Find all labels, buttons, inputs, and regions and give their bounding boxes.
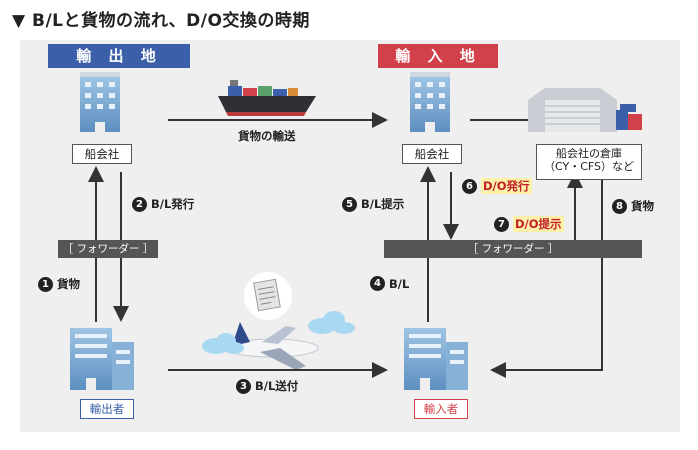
step-8-cargo: 8 貨物 bbox=[612, 198, 654, 214]
step-label: B/L提示 bbox=[361, 197, 405, 211]
import-carrier-building-icon bbox=[410, 72, 450, 132]
warehouse-label-line1: 船会社の倉庫 bbox=[556, 147, 622, 160]
step-number: 8 bbox=[612, 198, 627, 214]
warehouse-icon bbox=[528, 88, 642, 132]
step-number: 5 bbox=[342, 196, 357, 212]
step-label: B/L送付 bbox=[255, 379, 299, 393]
consignee-building-icon bbox=[404, 328, 468, 390]
step-label: B/L発行 bbox=[151, 197, 195, 211]
step-label: D/O提示 bbox=[513, 216, 564, 232]
import-forwarder-bar: ［ フォワーダー ］ bbox=[384, 240, 642, 258]
step-number: 3 bbox=[236, 378, 251, 394]
warehouse-label: 船会社の倉庫 （CY・CFS）など bbox=[536, 144, 642, 180]
export-region-banner: 輸 出 地 bbox=[48, 44, 190, 68]
step-5-bl-present: 5 B/L提示 bbox=[342, 196, 404, 212]
step-label: 貨物 bbox=[57, 277, 80, 291]
airplane-icon bbox=[225, 322, 319, 370]
step-number: 7 bbox=[494, 216, 509, 232]
import-region-banner: 輸 入 地 bbox=[378, 44, 498, 68]
step-4-bl: 4 B/L bbox=[370, 276, 409, 291]
cargo-transport-label: 貨物の輸送 bbox=[238, 129, 296, 143]
export-forwarder-bar: ［ フォワーダー ］ bbox=[58, 240, 158, 258]
step-1-cargo: 1 貨物 bbox=[38, 276, 80, 292]
step-label: B/L bbox=[389, 276, 410, 291]
export-carrier-label: 船会社 bbox=[72, 144, 132, 164]
shipper-building-icon bbox=[70, 328, 134, 390]
step-6-do-issue: 6 D/O発行 bbox=[462, 178, 532, 194]
consignee-label: 輸入者 bbox=[414, 399, 468, 419]
step-2-bl-issue: 2 B/L発行 bbox=[132, 196, 194, 212]
import-carrier-label: 船会社 bbox=[402, 144, 462, 164]
warehouse-cargo-arrow bbox=[490, 176, 603, 378]
step-label: 貨物 bbox=[631, 199, 654, 213]
page-title: ▼ B/Lと貨物の流れ、D/O交換の時期 bbox=[12, 11, 310, 31]
step-number: 2 bbox=[132, 196, 147, 212]
cloud-icon bbox=[308, 311, 355, 334]
warehouse-label-line2: （CY・CFS）など bbox=[543, 160, 634, 173]
export-carrier-building-icon bbox=[80, 72, 120, 132]
step-number: 6 bbox=[462, 178, 477, 194]
step-label: D/O発行 bbox=[481, 178, 532, 194]
step-number: 4 bbox=[370, 276, 385, 291]
container-ship-icon bbox=[218, 80, 316, 116]
cloud-icon bbox=[202, 333, 244, 354]
document-bubble-icon bbox=[244, 272, 292, 320]
shipper-label: 輸出者 bbox=[80, 399, 134, 419]
step-number: 1 bbox=[38, 276, 53, 292]
step-3-bl-send: 3 B/L送付 bbox=[236, 378, 298, 394]
step-7-do-present: 7 D/O提示 bbox=[494, 216, 564, 232]
